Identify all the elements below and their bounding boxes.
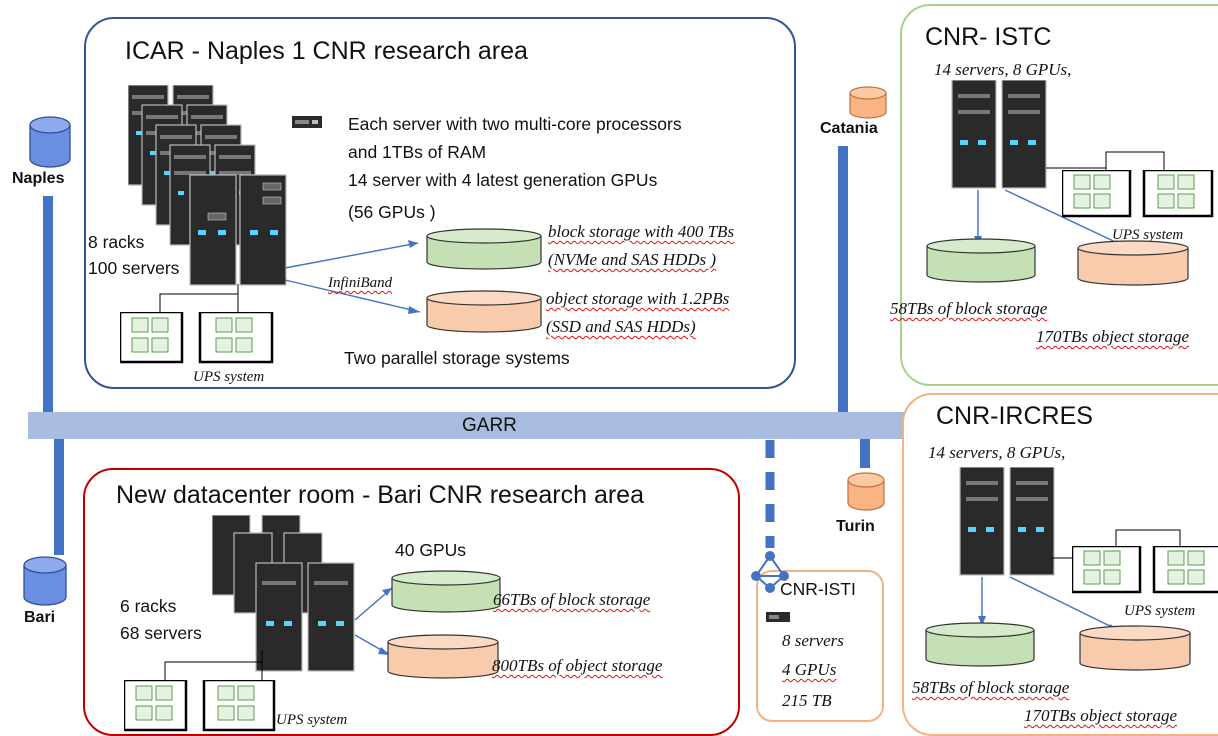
naples-link-line bbox=[43, 196, 53, 414]
icar-network-switch-icon bbox=[292, 116, 322, 128]
icar-ups-system-icon bbox=[120, 312, 274, 364]
catania-database-icon bbox=[849, 86, 887, 119]
icar-ups-label: UPS system bbox=[193, 369, 265, 385]
isti-servers-label: 8 servers bbox=[782, 631, 844, 650]
bari-link-line bbox=[54, 437, 64, 555]
icar-object-storage-line1: object storage with 1.2PBs bbox=[546, 289, 730, 308]
catania-link-line bbox=[838, 146, 848, 414]
bari-ups-system-icon bbox=[124, 680, 276, 732]
icar-object-storage-line2: (SSD and SAS HDDs) bbox=[546, 317, 696, 336]
icar-infiniband-label: InfiniBand bbox=[328, 275, 393, 291]
istc-object-storage-label: 170TBs object storage bbox=[1036, 327, 1189, 346]
cnr-ircres-subtitle: 14 servers, 8 GPUs, bbox=[928, 443, 1066, 462]
bari-block-storage-disk bbox=[391, 570, 501, 613]
bari-servers-label: 68 servers bbox=[120, 623, 202, 643]
bari-object-storage-label: 800TBs of object storage bbox=[492, 656, 663, 675]
istc-ups-system-icon bbox=[1062, 170, 1214, 218]
isti-network-hub-icon bbox=[751, 551, 789, 593]
icar-servers-label: 100 servers bbox=[88, 258, 180, 278]
turin-database-icon bbox=[847, 472, 885, 511]
cnr-isti-title: CNR-ISTI bbox=[780, 579, 856, 599]
bari-ups-label: UPS system bbox=[276, 712, 348, 728]
ircres-server-rack-icon bbox=[959, 467, 1055, 576]
istc-block-storage-label: 58TBs of block storage bbox=[890, 299, 1048, 318]
bari-racks-label: 6 racks bbox=[120, 596, 177, 616]
naples-database-icon bbox=[29, 116, 71, 168]
bari-server-racks-icon bbox=[212, 515, 355, 672]
cnr-ircres-title: CNR-IRCRES bbox=[936, 402, 1093, 430]
icar-block-storage-line2: (NVMe and SAS HDDs ) bbox=[548, 250, 717, 269]
garr-label: GARR bbox=[462, 415, 517, 436]
icar-server-racks-icon bbox=[128, 85, 287, 286]
bari-block-storage-label: 66TBs of block storage bbox=[493, 590, 651, 609]
icar-desc-line1: Each server with two multi-core processo… bbox=[348, 114, 682, 134]
istc-server-rack-icon bbox=[951, 80, 1047, 189]
ircres-block-storage-disk bbox=[925, 622, 1035, 667]
bari-city-label: Bari bbox=[24, 609, 56, 626]
icar-object-storage-disk bbox=[426, 290, 542, 333]
icar-naples-title: ICAR - Naples 1 CNR research area bbox=[125, 37, 528, 65]
istc-block-storage-disk bbox=[926, 238, 1036, 283]
ircres-ups-system-icon bbox=[1072, 546, 1218, 594]
bari-gpus-label: 40 GPUs bbox=[395, 540, 466, 560]
bari-object-storage-disk bbox=[387, 634, 499, 679]
ircres-ups-label: UPS system bbox=[1124, 603, 1196, 619]
catania-city-label: Catania bbox=[820, 120, 878, 137]
icar-storage-caption: Two parallel storage systems bbox=[344, 348, 570, 368]
isti-storage-label: 215 TB bbox=[782, 691, 832, 710]
garr-backbone-bar bbox=[28, 412, 910, 439]
icar-block-storage-line1: block storage with 400 TBs bbox=[548, 222, 735, 241]
isti-gpus-label: 4 GPUs bbox=[782, 660, 837, 679]
icar-block-storage-disk bbox=[426, 228, 542, 270]
istc-object-storage-disk bbox=[1077, 240, 1189, 286]
icar-desc-line4: (56 GPUs ) bbox=[348, 202, 436, 222]
bari-datacenter-title: New datacenter room - Bari CNR research … bbox=[116, 481, 644, 509]
turin-link-line bbox=[860, 438, 870, 468]
icar-desc-line3: 14 server with 4 latest generation GPUs bbox=[348, 170, 658, 190]
isti-server-icon bbox=[766, 612, 790, 622]
ircres-object-storage-label: 170TBs object storage bbox=[1024, 706, 1177, 725]
icar-racks-label: 8 racks bbox=[88, 232, 145, 252]
ircres-object-storage-disk bbox=[1079, 625, 1191, 671]
turin-city-label: Turin bbox=[836, 518, 875, 535]
cnr-istc-title: CNR- ISTC bbox=[925, 23, 1052, 51]
icar-desc-line2: and 1TBs of RAM bbox=[348, 142, 487, 162]
istc-ups-label: UPS system bbox=[1112, 227, 1184, 243]
cnr-istc-subtitle: 14 servers, 8 GPUs, bbox=[934, 60, 1072, 79]
naples-city-label: Naples bbox=[12, 170, 65, 187]
ircres-block-storage-label: 58TBs of block storage bbox=[912, 678, 1070, 697]
bari-database-icon bbox=[23, 556, 67, 606]
cnr-isti-region bbox=[756, 570, 884, 722]
